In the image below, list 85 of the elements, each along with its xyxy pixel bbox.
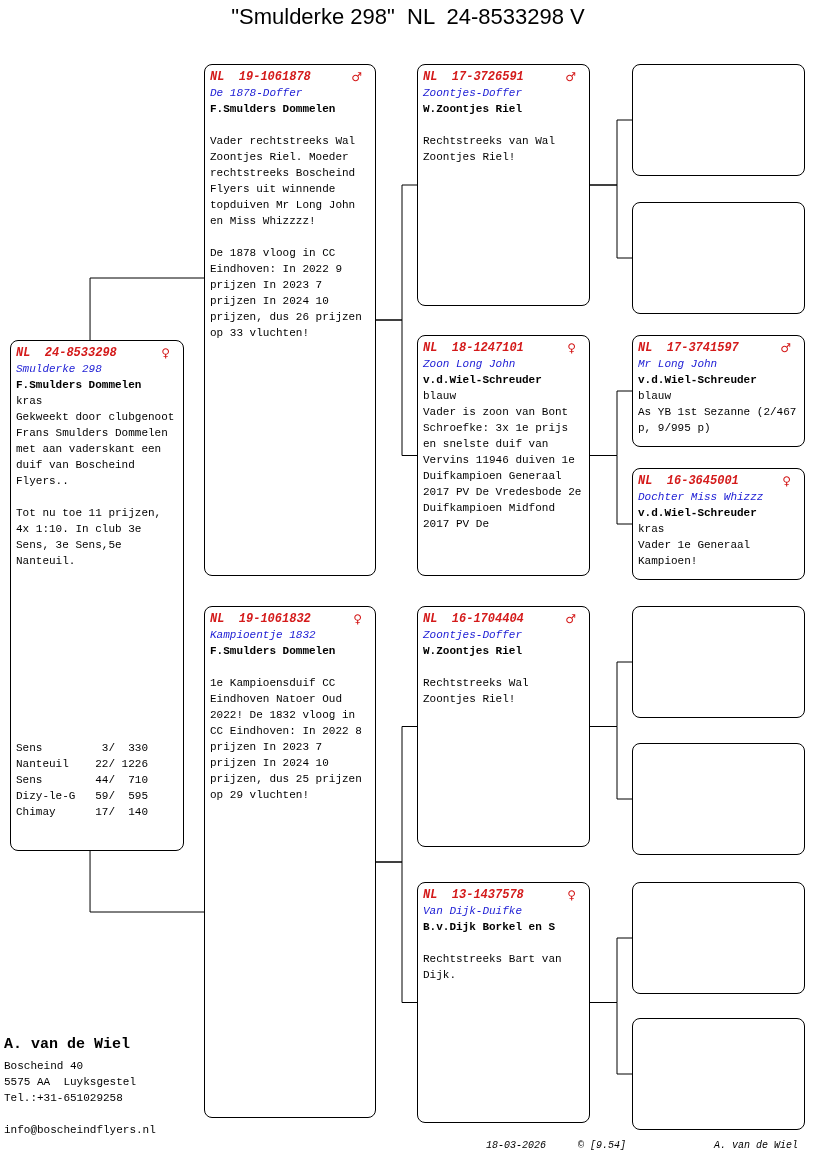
- sex-symbol: ♀: [161, 345, 170, 361]
- pigeon-name: Zoontjes-Doffer: [423, 628, 524, 643]
- description: Rechtstreeks van Wal Zoontjes Riel!: [423, 134, 557, 165]
- description: kras: [638, 522, 666, 537]
- pedigree-card: [204, 64, 376, 576]
- pigeon-name: Kampioentje 1832: [210, 628, 317, 643]
- sex-symbol: ♀: [567, 887, 576, 903]
- breeder-name: B.v.Dijk Borkel en S: [423, 920, 557, 935]
- description: Rechtstreeks Bart van Dijk.: [423, 952, 563, 983]
- author-name: A. van de Wiel: [714, 1140, 798, 1151]
- ring-number: NL 19-1061878: [210, 69, 311, 85]
- connector-line: [89, 277, 205, 341]
- ring-number: NL 24-8533298: [16, 345, 117, 361]
- race-result: Chimay 17/ 140: [16, 805, 150, 820]
- address-line: 5575 AA Luyksgestel: [4, 1076, 137, 1088]
- pigeon-name: De 1878-Doffer: [210, 86, 304, 101]
- pedigree-card: [10, 340, 184, 851]
- owner-name: A. van de Wiel: [4, 1036, 131, 1053]
- ring-number: NL 17-3741597: [638, 340, 739, 356]
- empty-pedigree-card: [632, 882, 805, 994]
- address-line: Boscheind 40: [4, 1060, 84, 1072]
- pedigree-card: [417, 882, 590, 1123]
- sex-symbol: ♂: [565, 611, 576, 627]
- description: Rechtstreeks Wal Zoontjes Riel!: [423, 676, 530, 707]
- ring-number: NL 17-3726591: [423, 69, 524, 85]
- description: Gekweekt door clubgenoot Frans Smulders Dommelen met aan vaderskant een duif van Boscheind Flyers..: [16, 410, 176, 489]
- ring-number: NL 16-1704404: [423, 611, 524, 627]
- race-result: Sens 44/ 710: [16, 773, 150, 788]
- ring-number: NL 18-1247101: [423, 340, 524, 356]
- description: 1e Kampioensduif CC Eindhoven Natoer Oud 2022! De 1832 vloog in CC Eindhoven: In 2022 8 prijzen In 2023 7 prijzen In 2024 10 prijzen, dus 25 prijzen op 29 vluchten!: [210, 676, 363, 803]
- breeder-name: W.Zoontjes Riel: [423, 644, 524, 659]
- breeder-name: F.Smulders Dommelen: [210, 102, 337, 117]
- description: De 1878 vloog in CC Eindhoven: In 2022 9 prijzen In 2023 7 prijzen In 2024 10 prijzen, dus 26 prijzen op 33 vluchten!: [210, 246, 363, 341]
- pigeon-name: Mr Long John: [638, 357, 719, 372]
- description: Vader rechtstreeks Wal Zoontjes Riel. Moeder rechtstreeks Boscheind Flyers uit winnende topduiven Mr Long John en Miss Whizzzz!: [210, 134, 357, 229]
- description: blauw: [638, 389, 672, 404]
- title: "Smulderke 298" NL 24-8533298 V: [230, 4, 586, 30]
- breeder-name: W.Zoontjes Riel: [423, 102, 524, 117]
- pedigree-card: [632, 335, 805, 447]
- ring-number: NL 13-1437578: [423, 887, 524, 903]
- sex-symbol: ♀: [782, 473, 791, 489]
- description: As YB 1st Sezanne (2/467 p, 9/995 p): [638, 405, 798, 436]
- description: Vader is zoon van Bont Schroefke: 3x 1e prijs en snelste duif van Vervins 11946 duiven 1e Duifkampioen Generaal 2017 PV De Vredesbode 2e Duifkampioen Midfond 2017 PV De: [423, 405, 583, 532]
- pigeon-name: Van Dijk-Duifke: [423, 904, 524, 919]
- ring-number: NL 16-3645001: [638, 473, 739, 489]
- email-address: info@boscheindflyers.nl: [4, 1124, 156, 1136]
- connector-line: [589, 184, 633, 259]
- description: blauw: [423, 389, 457, 404]
- empty-pedigree-card: [632, 743, 805, 855]
- empty-pedigree-card: [632, 1018, 805, 1130]
- sex-symbol: ♀: [353, 611, 362, 627]
- breeder-name: v.d.Wiel-Schreuder: [638, 506, 758, 521]
- pedigree-card: [204, 606, 376, 1118]
- ring-number: NL 19-1061832: [210, 611, 311, 627]
- pigeon-name: Dochter Miss Whizzz: [638, 490, 765, 505]
- race-result: Sens 3/ 330: [16, 741, 150, 756]
- pigeon-name: Zoon Long John: [423, 357, 517, 372]
- race-result: Nanteuil 22/ 1226: [16, 757, 150, 772]
- description: kras: [16, 394, 44, 409]
- breeder-name: v.d.Wiel-Schreuder: [638, 373, 758, 388]
- connector-line: [375, 861, 418, 1003]
- breeder-name: F.Smulders Dommelen: [210, 644, 337, 659]
- version-note: © [9.54]: [578, 1140, 626, 1151]
- pedigree-card: [417, 64, 590, 306]
- race-result: Dizy-le-G 59/ 595: [16, 789, 150, 804]
- connector-line: [375, 319, 418, 456]
- pigeon-name: Smulderke 298: [16, 362, 103, 377]
- pigeon-name: Zoontjes-Doffer: [423, 86, 524, 101]
- pedigree-card: [417, 606, 590, 847]
- sex-symbol: ♀: [567, 340, 576, 356]
- print-date: 18-03-2026: [486, 1140, 546, 1151]
- description: Tot nu toe 11 prijzen, 4x 1:10. In club 3e Sens, 3e Sens,5e Nanteuil.: [16, 506, 163, 569]
- empty-pedigree-card: [632, 606, 805, 718]
- pedigree-card: [632, 468, 805, 580]
- sex-symbol: ♂: [780, 340, 791, 356]
- sex-symbol: ♂: [351, 69, 362, 85]
- empty-pedigree-card: [632, 64, 805, 176]
- phone-number: Tel.:+31-651029258: [4, 1092, 123, 1104]
- description: Vader 1e Generaal Kampioen!: [638, 538, 752, 569]
- pedigree-card: [417, 335, 590, 576]
- empty-pedigree-card: [632, 202, 805, 314]
- breeder-name: v.d.Wiel-Schreuder: [423, 373, 543, 388]
- sex-symbol: ♂: [565, 69, 576, 85]
- connector-line: [89, 850, 205, 913]
- breeder-name: F.Smulders Dommelen: [16, 378, 143, 393]
